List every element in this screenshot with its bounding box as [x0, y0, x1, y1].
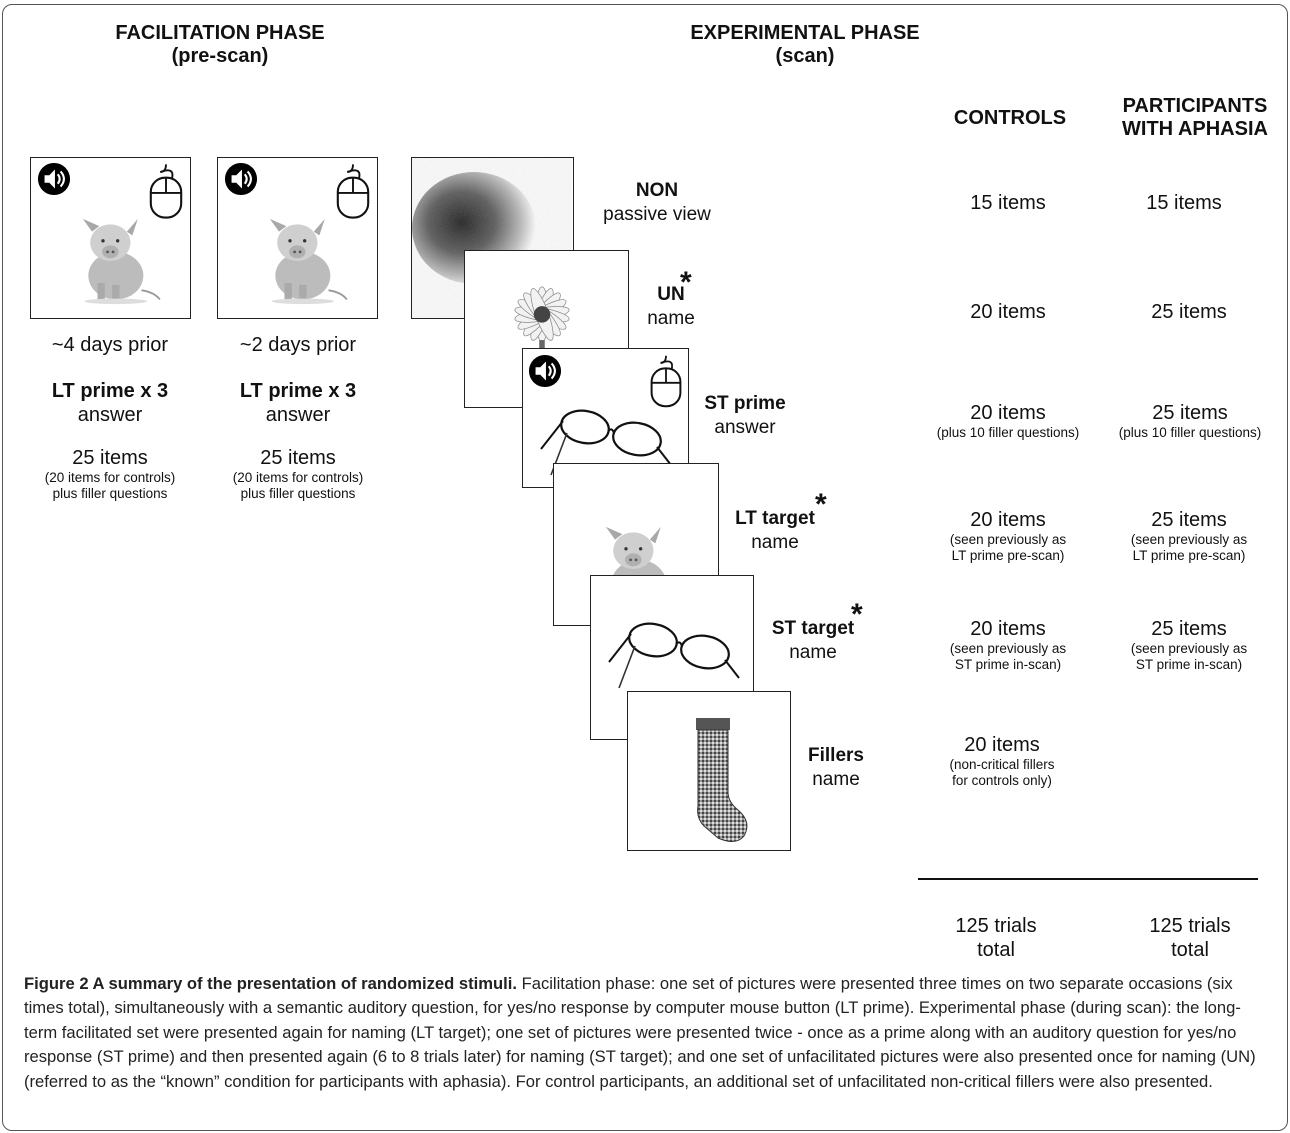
items-note: plus filler questions	[52, 486, 168, 501]
caption-text: Facilitation phase: one set of pictures …	[24, 974, 1256, 1091]
facilitation-picture-1	[30, 157, 191, 319]
st-target-label: ST target name	[771, 618, 855, 663]
controls-non-count: 15 items	[970, 192, 1046, 214]
aphasia-un-count: 25 items	[1151, 301, 1227, 323]
prime-label: LT prime x 3	[239, 380, 357, 402]
items-count: 25 items	[72, 447, 148, 469]
facilitation-title: FACILITATION PHASE (pre-scan)	[115, 22, 325, 67]
col-aphasia-header: PARTICIPANTS WITH APHASIA	[1122, 95, 1268, 140]
aphasia-st-target: 25 items (seen previously as ST prime in…	[1130, 618, 1248, 672]
fillers-picture	[627, 691, 791, 851]
controls-lt-target: 20 items (seen previously as LT prime pr…	[949, 509, 1067, 563]
controls-un-count: 20 items	[970, 301, 1046, 323]
items-note: (20 items for controls)	[232, 470, 364, 485]
controls-fillers: 20 items (non-critical fillers for contr…	[949, 734, 1055, 788]
un-star: *	[680, 266, 692, 299]
aphasia-total: 125 trials total	[1149, 915, 1231, 961]
st-target-star: *	[851, 598, 863, 631]
non-label: NON passive view	[603, 180, 711, 225]
facilitation-panel-1-text: ~4 days prior LT prime x 3 answer 25 ite…	[20, 333, 200, 502]
items-count: 25 items	[260, 447, 336, 469]
timing-label: ~2 days prior	[239, 334, 357, 356]
sock-picture	[674, 716, 754, 846]
totals-divider	[918, 878, 1258, 880]
st-prime-label: ST prime answer	[704, 393, 786, 438]
lt-target-label: LT target name	[735, 508, 815, 553]
items-note: plus filler questions	[240, 486, 356, 501]
prime-label: LT prime x 3	[51, 380, 169, 402]
controls-st-target: 20 items (seen previously as ST prime in…	[949, 618, 1067, 672]
pig-picture	[59, 190, 169, 310]
figure-caption: Figure 2 A summary of the presentation o…	[24, 972, 1264, 1094]
fillers-label: Fillers name	[808, 745, 864, 790]
items-note: (20 items for controls)	[44, 470, 176, 485]
pig-picture	[246, 190, 356, 310]
un-label: UN name	[647, 284, 695, 329]
glasses-picture	[605, 612, 745, 692]
lt-target-star: *	[815, 488, 827, 521]
task-label: answer	[265, 404, 331, 426]
facilitation-picture-2	[217, 157, 378, 319]
task-label: answer	[77, 404, 143, 426]
figure-frame	[2, 4, 1288, 1131]
controls-total: 125 trials total	[955, 915, 1037, 961]
aphasia-st-prime: 25 items (plus 10 filler questions)	[1118, 402, 1262, 440]
speaker-icon	[528, 354, 562, 388]
experimental-title: EXPERIMENTAL PHASE (scan)	[690, 22, 920, 67]
col-controls-header: CONTROLS	[953, 107, 1067, 129]
controls-st-prime: 20 items (plus 10 filler questions)	[936, 402, 1080, 440]
caption-title: Figure 2 A summary of the presentation o…	[24, 974, 517, 993]
aphasia-lt-target: 25 items (seen previously as LT prime pr…	[1130, 509, 1248, 563]
facilitation-panel-2-text: ~2 days prior LT prime x 3 answer 25 ite…	[208, 333, 388, 502]
timing-label: ~4 days prior	[51, 334, 169, 356]
aphasia-non-count: 15 items	[1146, 192, 1222, 214]
